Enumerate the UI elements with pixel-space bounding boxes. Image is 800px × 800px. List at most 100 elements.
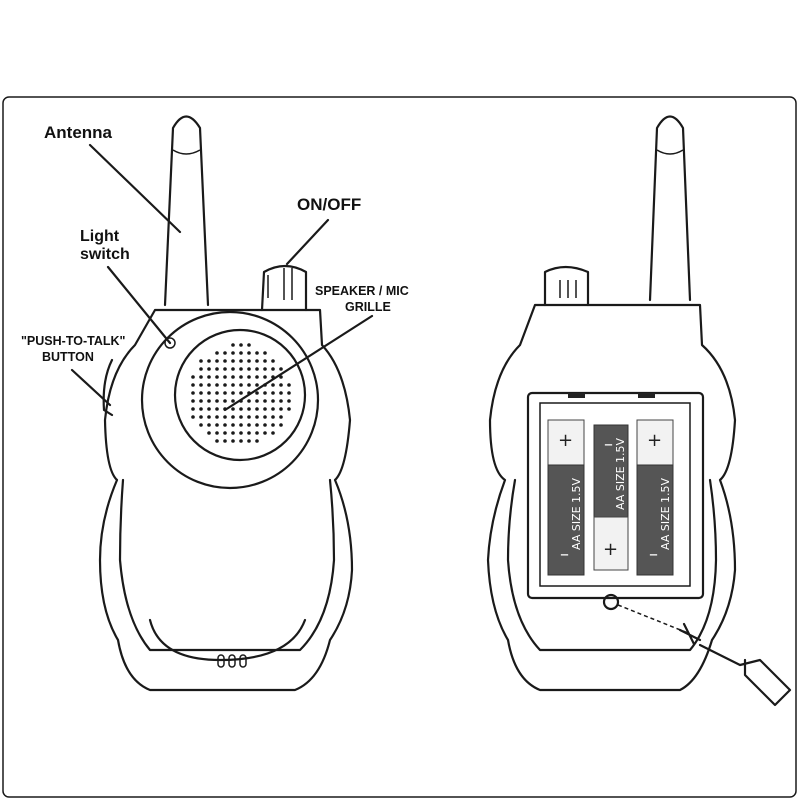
grille-dot [247, 375, 251, 379]
grille-dot [215, 375, 219, 379]
grille-dot [255, 431, 259, 435]
grille-dot [247, 431, 251, 435]
grille-dot [287, 399, 291, 403]
back-body [486, 303, 737, 692]
grille-dot [191, 375, 195, 379]
grille-dot [231, 439, 235, 443]
grille-dot [223, 375, 227, 379]
grille-dot [271, 383, 275, 387]
back-knob [543, 265, 590, 307]
screwdriver-icon [698, 643, 792, 707]
battery-minus: – [604, 434, 613, 455]
grille-dot [239, 431, 243, 435]
battery-minus: – [649, 544, 658, 565]
grille-dot [247, 415, 251, 419]
grille-dot [231, 391, 235, 395]
grille-dot [207, 375, 211, 379]
grille-dot [247, 383, 251, 387]
grille-dot [271, 399, 275, 403]
battery-label: AA SIZE 1.5V [614, 437, 627, 510]
grille-dot [215, 359, 219, 363]
grille-dot [199, 367, 203, 371]
grille-dot [263, 399, 267, 403]
grille-dot [255, 415, 259, 419]
grille-dot [207, 407, 211, 411]
grille-dot [255, 351, 259, 355]
grille-dot [223, 399, 227, 403]
label-ptt-1: "PUSH-TO-TALK" [21, 334, 126, 348]
grille-dot [231, 351, 235, 355]
grille-dot [263, 431, 267, 435]
grille-dot [279, 407, 283, 411]
grille-dot [215, 423, 219, 427]
label-antenna: Antenna [44, 123, 113, 142]
grille-dot [239, 343, 243, 347]
grille-dot [199, 383, 203, 387]
grille-dot [263, 359, 267, 363]
battery: + – AA SIZE 1.5V [636, 419, 674, 576]
grille-dot [215, 415, 219, 419]
battery-plus: + [603, 539, 618, 560]
grille-dots [191, 343, 291, 443]
grille-dot [247, 343, 251, 347]
grille-dot [231, 399, 235, 403]
grille-dot [247, 367, 251, 371]
grille-dot [215, 431, 219, 435]
on-off-knob [260, 264, 308, 312]
grille-dot [207, 415, 211, 419]
grille-dot [263, 351, 267, 355]
compartment-screw [602, 593, 620, 611]
grille-dot [255, 383, 259, 387]
grille-dot [239, 351, 243, 355]
grille-dot [207, 359, 211, 363]
bottom-vent [217, 654, 247, 668]
grille-dot [223, 351, 227, 355]
grille-dot [279, 367, 283, 371]
grille-dot [263, 423, 267, 427]
battery: + – AA SIZE 1.5V [593, 424, 629, 571]
grille-dot [271, 415, 275, 419]
grille-dot [263, 375, 267, 379]
grille-dot [271, 407, 275, 411]
grille-dot [231, 343, 235, 347]
grille-dot [215, 383, 219, 387]
grille-dot [231, 407, 235, 411]
grille-dot [279, 383, 283, 387]
grille-dot [207, 367, 211, 371]
grille-dot [215, 391, 219, 395]
grille-dot [263, 391, 267, 395]
grille-dot [239, 383, 243, 387]
grille-dot [223, 367, 227, 371]
grille-dot [271, 423, 275, 427]
grille-dot [239, 367, 243, 371]
grille-dot [223, 391, 227, 395]
grille-dot [247, 359, 251, 363]
grille-dot [247, 407, 251, 411]
grille-dot [199, 391, 203, 395]
label-speaker-2: GRILLE [345, 300, 391, 314]
grille-dot [215, 399, 219, 403]
grille-dot [207, 383, 211, 387]
grille-dot [231, 359, 235, 363]
grille-dot [271, 391, 275, 395]
grille-dot [223, 383, 227, 387]
grille-dot [191, 399, 195, 403]
grille-dot [231, 383, 235, 387]
grille-dot [199, 423, 203, 427]
grille-dot [191, 407, 195, 411]
grille-dot [255, 407, 259, 411]
grille-dot [287, 391, 291, 395]
battery-label: AA SIZE 1.5V [570, 477, 583, 550]
front-unit [98, 115, 354, 692]
diagram-frame [2, 96, 797, 798]
grille-dot [199, 407, 203, 411]
grille-dot [215, 351, 219, 355]
speaker-mic-grille [173, 328, 307, 462]
label-ptt-2: BUTTON [42, 350, 94, 364]
grille-dot [239, 391, 243, 395]
grille-dot [279, 375, 283, 379]
grille-dot [231, 431, 235, 435]
grille-dot [263, 407, 267, 411]
grille-dot [199, 359, 203, 363]
grille-dot [191, 391, 195, 395]
